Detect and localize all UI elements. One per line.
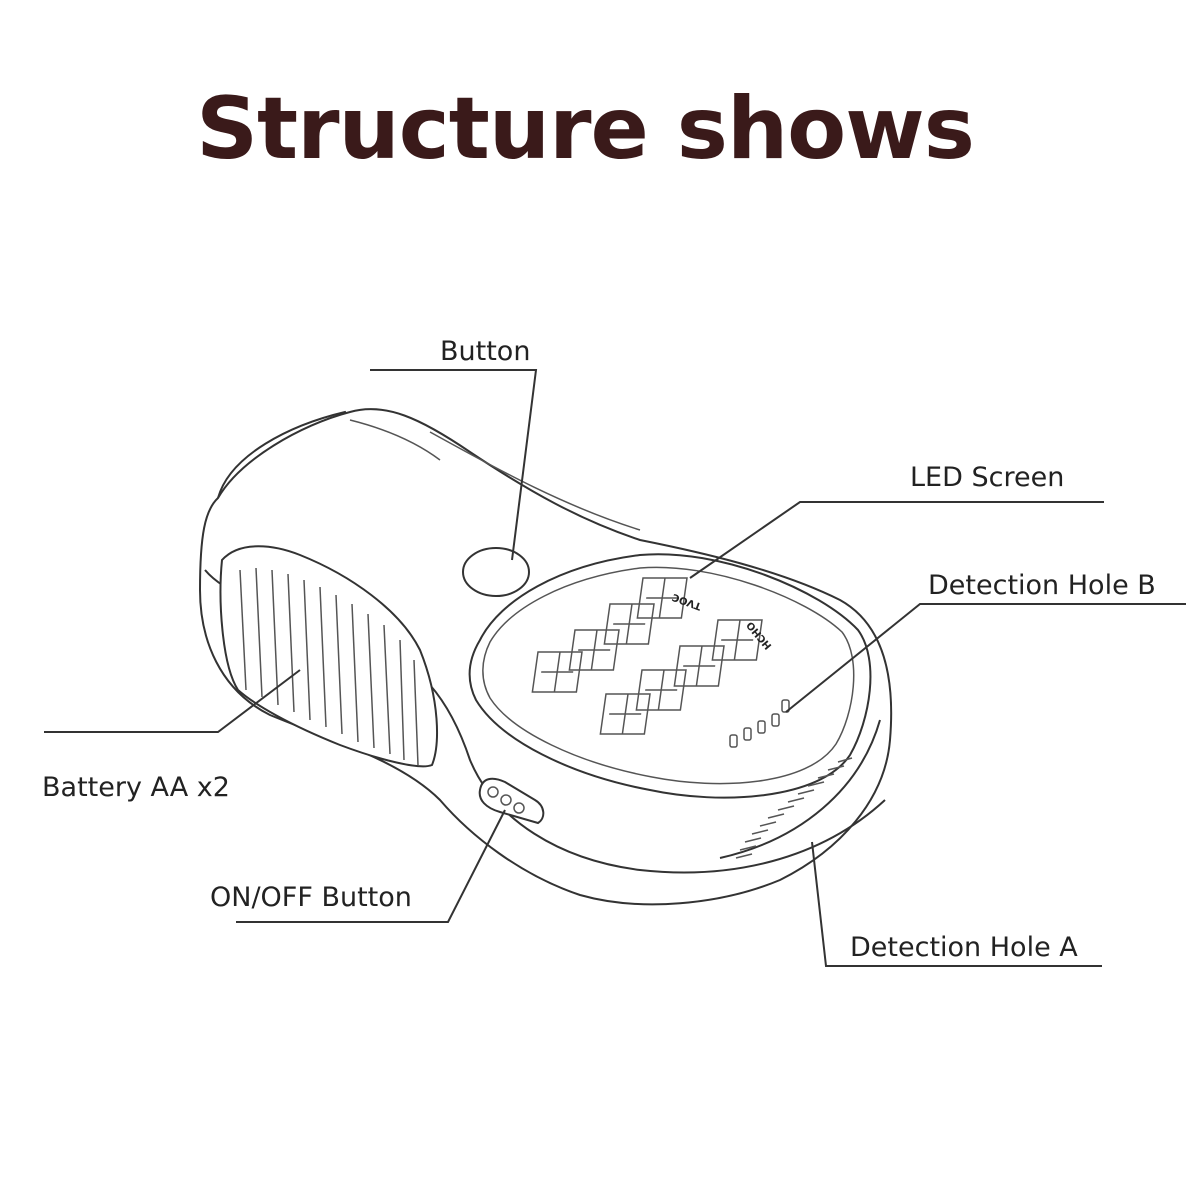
battery-indicator xyxy=(729,699,790,748)
label-led-screen: LED Screen xyxy=(910,462,1064,493)
label-button: Button xyxy=(440,336,530,367)
label-detection-hole-a: Detection Hole A xyxy=(850,932,1078,963)
detection-hole-a-slots xyxy=(735,757,853,859)
label-battery: Battery AA x2 xyxy=(42,772,230,803)
device-body: TVOC HCHO xyxy=(198,408,893,906)
on-off-switch-shape xyxy=(478,777,545,825)
label-on-off-button: ON/OFF Button xyxy=(210,882,412,913)
screen-panel xyxy=(468,553,872,799)
digit-segments xyxy=(531,577,763,735)
top-button-shape xyxy=(462,547,530,597)
callout-lines xyxy=(44,369,1186,967)
label-detection-hole-b: Detection Hole B xyxy=(928,570,1156,601)
page-title: Structure shows xyxy=(196,79,975,179)
